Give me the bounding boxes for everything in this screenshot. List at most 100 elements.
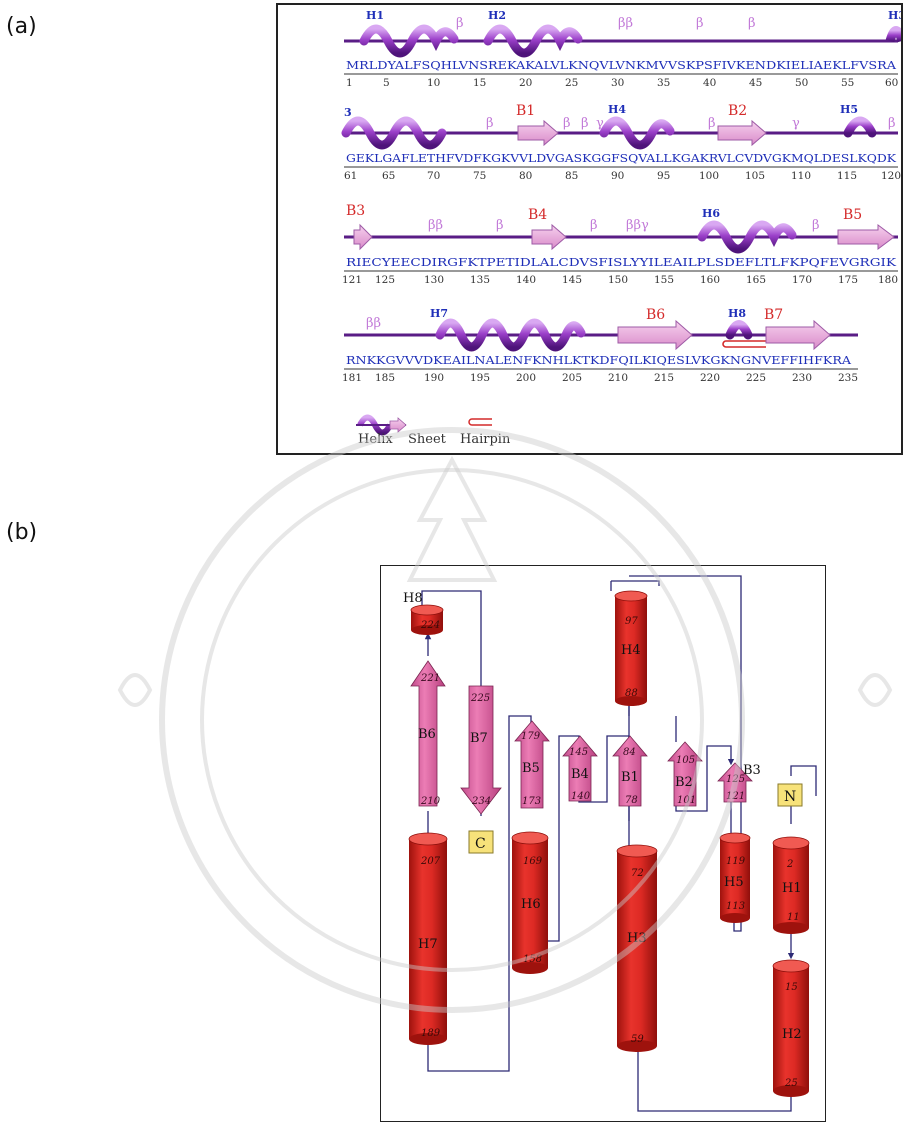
svg-text:72: 72 [631,868,644,879]
svg-text:85: 85 [565,170,578,182]
svg-text:25: 25 [784,1078,798,1089]
svg-text:145: 145 [569,747,588,758]
panel-a-label: (a) [6,14,37,39]
sequence-text: MRLDYALFSQHLVNSREKAKALVLKNQVLVNKMVVSKPSF… [346,58,897,72]
svg-text:119: 119 [726,856,746,867]
strand-label: B5 [843,207,862,223]
helix-label: H1 [782,881,802,896]
sequence-row-2: 3 H4 H5 B1 B2 β β β γ β γ β GEKLGAFLETHF… [344,103,901,182]
turn-marker: β [748,16,756,31]
svg-text:135: 135 [470,274,490,286]
svg-text:125: 125 [375,274,395,286]
svg-text:10: 10 [427,77,440,89]
strand-b6 [618,321,692,349]
turn-marker: β [581,116,589,131]
strand-label: B4 [571,767,589,782]
svg-text:90: 90 [611,170,624,182]
topology-svg: 224 H8 97 H4 88 207 H7 189 169 H6 158 72… [381,566,825,1121]
svg-text:210: 210 [420,796,441,807]
helix-h5 [848,121,872,133]
svg-text:45: 45 [749,77,762,89]
legend-hairpin-glyph [469,419,492,425]
hairpin [723,341,766,347]
turn-marker: ββ [366,316,381,331]
helix-label: H7 [418,937,438,952]
helix-h8 [730,325,748,336]
strand-b5 [838,225,894,249]
svg-text:115: 115 [837,170,857,182]
svg-text:25: 25 [565,77,578,89]
svg-text:70: 70 [427,170,440,182]
svg-text:95: 95 [657,170,670,182]
tick-labels-2: 61 65 70 75 80 85 90 95 100 105 110 115 … [344,170,901,182]
helix-cylinder-h2: 15 H2 25 [773,960,809,1097]
svg-text:120: 120 [881,170,901,182]
svg-text:121: 121 [342,274,362,286]
svg-text:160: 160 [700,274,720,286]
strand-arrow-b3: 125 121 B3 [718,763,761,802]
helix-label: H2 [782,1027,802,1042]
turn-marker: γ [792,116,800,131]
svg-text:158: 158 [523,954,542,965]
sequence-row-3: B3 B4 B5 H6 ββ β β ββγ β RIECYEECDIRGFKT… [342,203,898,286]
strand-label: B4 [528,207,547,223]
svg-text:65: 65 [382,170,395,182]
svg-text:189: 189 [421,1028,441,1039]
topology-panel: 224 H8 97 H4 88 207 H7 189 169 H6 158 72… [380,565,826,1122]
svg-text:230: 230 [792,372,812,384]
turn-marker: β [696,16,704,31]
helix-label: H2 [488,9,506,22]
svg-text:225: 225 [470,693,490,704]
helix-cylinder-h7: 207 H7 189 [409,833,447,1045]
strand-label: B7 [764,307,783,323]
svg-text:1: 1 [346,77,353,89]
panel-b-label: (b) [6,520,37,545]
svg-text:221: 221 [420,673,440,684]
helix-cylinder-h3: 72 H3 59 [617,845,657,1052]
svg-text:190: 190 [424,372,444,384]
strand-arrow-b6: 221 B6 210 [411,661,445,807]
svg-text:105: 105 [676,755,695,766]
n-terminus: N [778,784,802,806]
helix-label: H6 [521,897,541,912]
helix-cylinder-h6: 169 H6 158 [512,832,548,974]
helix-label: 3 [344,106,352,119]
legend-label: Helix [358,432,393,447]
strand-label: B2 [675,775,693,790]
helix-h3-start [890,31,901,42]
svg-text:175: 175 [838,274,858,286]
svg-text:59: 59 [631,1034,644,1045]
turn-marker: β [888,116,896,131]
secondary-structure-panel: H1 H2 H3 β ββ β β MRLDYALFSQHLVNSREKAKAL… [276,3,903,455]
svg-text:150: 150 [608,274,628,286]
svg-text:2: 2 [786,859,793,870]
helix-label: H3 [888,9,901,22]
turn-marker: β [708,116,716,131]
c-terminus: C [469,831,493,853]
svg-text:210: 210 [608,372,628,384]
svg-text:88: 88 [625,688,638,699]
helix-label: H1 [366,9,384,22]
svg-text:200: 200 [516,372,536,384]
helix-cylinder-h4: 97 H4 88 [615,591,647,706]
svg-text:224: 224 [420,620,440,631]
svg-text:61: 61 [344,170,357,182]
turn-marker: ββ [428,218,443,233]
svg-text:215: 215 [654,372,674,384]
svg-text:15: 15 [785,982,798,993]
svg-text:155: 155 [654,274,674,286]
secondary-structure-svg: H1 H2 H3 β ββ β β MRLDYALFSQHLVNSREKAKAL… [278,5,901,453]
strand-arrow-b5: 179 B5 173 [515,721,549,808]
svg-text:140: 140 [516,274,536,286]
strand-label: B1 [621,770,639,785]
svg-text:179: 179 [521,731,541,742]
svg-text:185: 185 [375,372,395,384]
svg-text:N: N [784,789,796,805]
svg-text:15: 15 [473,77,486,89]
svg-text:181: 181 [342,372,362,384]
strand-b2 [718,121,766,145]
strand-label: B7 [470,731,488,746]
strand-label: B6 [418,727,436,742]
helix-label: H5 [840,103,858,116]
helix-cylinder-h1: 2 H1 11 [773,837,809,934]
